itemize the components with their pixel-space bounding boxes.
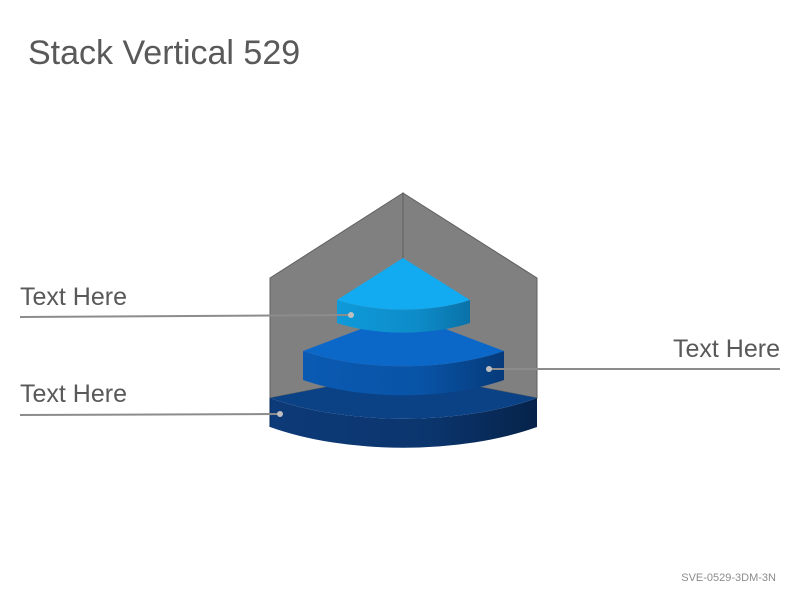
connectors xyxy=(19,312,780,417)
connector-dot-top xyxy=(348,312,354,318)
tier-bottom-side xyxy=(270,398,537,448)
tier-top-side xyxy=(337,300,470,333)
tier-top-top xyxy=(337,258,470,310)
text-label-top-left: Text Here xyxy=(20,283,127,311)
text-label-right: Text Here xyxy=(673,335,780,363)
slide-title: Stack Vertical 529 xyxy=(28,34,301,72)
tier-middle xyxy=(303,313,504,396)
tier-top xyxy=(337,258,470,333)
connector-top-left xyxy=(19,314,352,318)
tier-middle-top xyxy=(303,313,504,367)
text-label-bottom-left: Text Here xyxy=(20,380,127,408)
footer-code: SVE-0529-3DM-3N xyxy=(681,572,776,584)
connector-dot-bottom xyxy=(277,411,283,417)
connector-dot-right xyxy=(486,366,492,372)
tier-bottom-top xyxy=(270,372,537,419)
connector-bottom-left xyxy=(19,413,281,416)
tier-middle-side xyxy=(303,351,504,396)
tier-bottom xyxy=(269,372,537,448)
